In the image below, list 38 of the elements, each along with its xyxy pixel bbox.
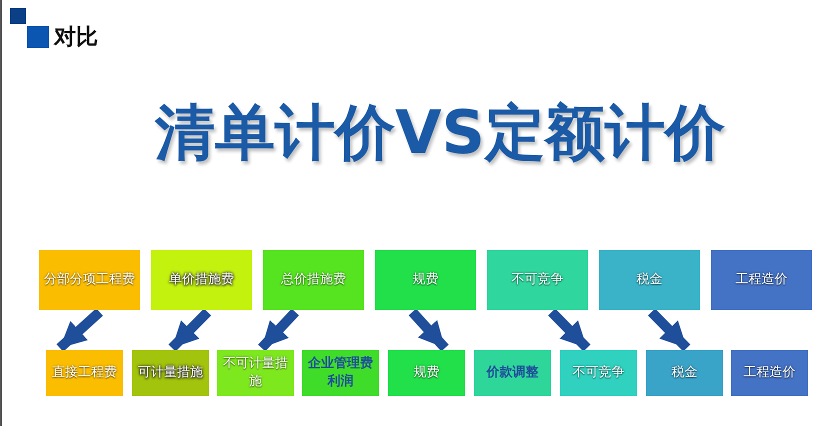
cost-box (646, 350, 723, 396)
arrow (548, 308, 591, 352)
arrow (648, 308, 690, 352)
box-label: 总价措施费 (281, 271, 346, 289)
cost-box (560, 350, 637, 396)
box-label: 规费 (412, 271, 438, 289)
cost-box (375, 250, 476, 310)
box-label: 不可竞争 (512, 271, 564, 289)
cost-box (711, 250, 812, 310)
box-label: 不可计量措施 (222, 355, 289, 391)
box-label: 单价措施费 (169, 271, 234, 289)
cost-box (731, 350, 808, 396)
slide-title: 清单计价VS定额计价 (154, 100, 726, 166)
box-label: 税金 (636, 271, 662, 289)
cost-box (388, 350, 465, 396)
box-label: 工程造价 (736, 271, 788, 289)
cost-box (151, 250, 252, 310)
box-label: 税金 (672, 364, 698, 382)
box-label: 分部分项工程费 (44, 271, 135, 289)
arrow (258, 308, 299, 352)
cost-box (46, 350, 123, 396)
box-label: 企业管理费利润 (306, 355, 374, 391)
cost-box (132, 350, 209, 396)
box-label: 价款调整 (486, 364, 538, 382)
cost-box (599, 250, 700, 310)
box-label: 工程造价 (744, 364, 796, 382)
cost-box (474, 350, 551, 396)
cost-box (39, 250, 140, 310)
box-label: 不可竞争 (572, 364, 624, 382)
arrow (168, 308, 212, 352)
box-label: 直接工程费 (52, 364, 117, 382)
box-label: 可计量措施 (138, 364, 203, 382)
arrow (408, 308, 449, 352)
arrow (56, 308, 103, 352)
cost-box (263, 250, 364, 310)
box-label: 规费 (414, 364, 440, 382)
section-heading: 对比 (54, 24, 98, 52)
cost-box (487, 250, 588, 310)
